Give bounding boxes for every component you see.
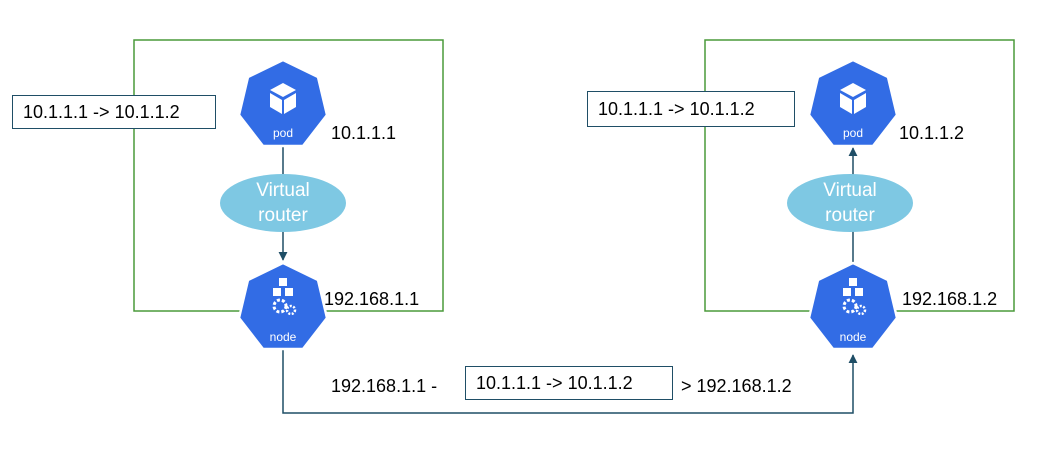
left-packet-label: 10.1.1.1 -> 10.1.1.2	[12, 95, 216, 129]
tunnel-path-arrow	[282, 350, 858, 414]
gears-icon	[272, 278, 297, 316]
left-node: node	[237, 261, 329, 351]
left-node-ip: 192.168.1.1	[324, 289, 420, 309]
cube-icon	[270, 83, 296, 114]
tunnel-outer-src: 192.168.1.1 -	[331, 376, 438, 396]
right-virtual-router: Virtual router	[787, 174, 913, 232]
right-node-ip: 192.168.1.2	[902, 289, 998, 309]
gears-icon	[842, 278, 867, 316]
svg-text:router: router	[825, 205, 875, 226]
svg-text:node: node	[840, 330, 867, 344]
right-node: node	[807, 261, 899, 351]
svg-text:Virtual: Virtual	[823, 180, 877, 201]
left-pod: pod	[237, 58, 329, 148]
tunnel-outer-dst: > 192.168.1.2	[681, 376, 792, 396]
left-pod-ip: 10.1.1.1	[331, 123, 397, 143]
right-pod-ip: 10.1.1.2	[899, 123, 965, 143]
left-virtual-router: Virtual router	[220, 174, 346, 232]
svg-text:router: router	[258, 205, 308, 226]
svg-text:pod: pod	[273, 126, 293, 140]
tunnel-inner-packet: 10.1.1.1 -> 10.1.1.2	[465, 366, 673, 400]
svg-text:node: node	[270, 330, 297, 344]
right-packet-label: 10.1.1.1 -> 10.1.1.2	[587, 91, 795, 127]
right-pod: pod	[807, 58, 899, 148]
svg-text:pod: pod	[843, 126, 863, 140]
cube-icon	[840, 83, 866, 114]
svg-text:Virtual: Virtual	[256, 180, 310, 201]
